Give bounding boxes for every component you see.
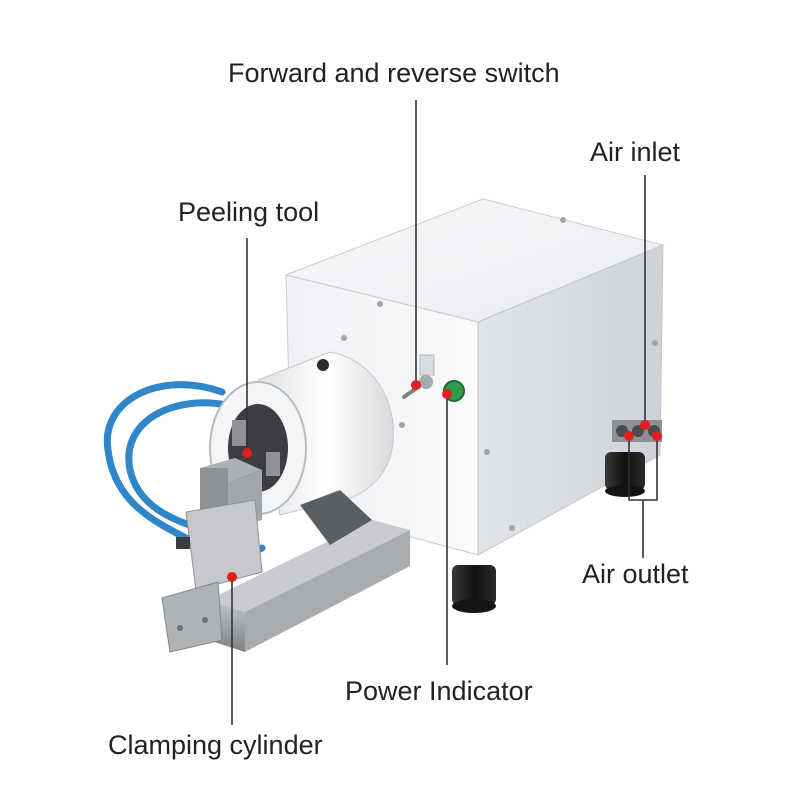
fitting [176,537,190,549]
screw [202,617,208,623]
marker-dot-peeling-tool [242,448,252,458]
clamp-head [200,458,262,482]
base-plate-side [245,530,410,652]
screw [484,449,490,455]
switch-plate [419,354,435,376]
screw [560,217,566,223]
screw [399,422,405,428]
label-power-indicator: Power Indicator [345,676,533,706]
marker-dot-power-indicator [442,389,452,399]
screw [652,340,658,346]
foot [605,452,645,490]
cylinder-body [185,499,263,591]
label-air-outlet: Air outlet [582,559,689,589]
toggle-nut [419,375,433,389]
marker-dot-air-outlet [652,431,662,441]
label-peeling-tool: Peeling tool [178,197,320,227]
spindle-hole [317,359,329,371]
cylinder-base [161,581,223,653]
foot [452,565,496,605]
cutter-blade [232,420,246,446]
cutter-blade [266,452,280,476]
marker-dot-clamping-cylinder [227,572,237,582]
screw [509,525,515,531]
support-feet [452,452,645,613]
marker-dots [227,380,662,582]
marker-dot-air-inlet [640,420,650,430]
air-hose [103,381,226,544]
air-hose [125,399,230,534]
drive-shaft [300,490,372,545]
base-plate-top [208,520,410,612]
foot [605,485,645,497]
clamping-assembly [161,458,263,653]
label-air-inlet: Air inlet [590,137,681,167]
label-forward-reverse-switch: Forward and reverse switch [228,58,560,88]
screw [177,625,183,631]
marker-dot-switch [411,380,421,390]
marker-dot-air-outlet [624,431,634,441]
leader-lines [231,100,658,725]
label-clamping-cylinder: Clamping cylinder [108,730,323,760]
screw [377,301,383,307]
spindle-cylinder [209,351,405,545]
foot [452,599,496,613]
screw [341,335,347,341]
